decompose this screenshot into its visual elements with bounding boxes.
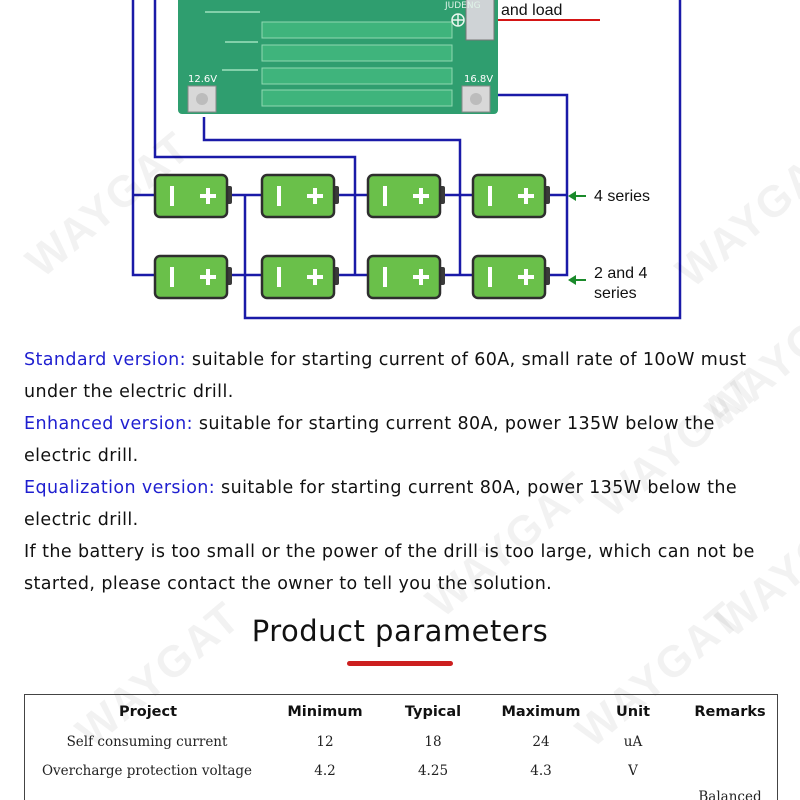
desc-text: suitable for starting current 80A, power… xyxy=(24,414,715,466)
cell-maximum: 24 xyxy=(532,734,550,750)
battery-cell-icon xyxy=(260,173,339,219)
battery-cell-icon xyxy=(260,254,339,300)
series-labels: 4 series 2 and 4 series xyxy=(568,188,650,302)
desc-enhanced: Enhanced version: suitable for starting … xyxy=(24,408,784,472)
cell-unit: V xyxy=(628,763,638,779)
cell-project: Self consuming current xyxy=(66,734,228,750)
description-block: Standard version: suitable for starting … xyxy=(24,344,784,600)
cell-maximum: 4.3 xyxy=(530,763,552,779)
header-remarks: Remarks xyxy=(694,704,766,720)
cell-typical: 4.25 xyxy=(417,763,449,779)
cell-project: Overcharge protection voltage xyxy=(41,763,253,779)
bms-board: 12.6V 16.8V JUDENG xyxy=(178,0,498,114)
callout-text: and load xyxy=(501,2,562,19)
header-project: Project xyxy=(118,704,178,720)
label-series: series xyxy=(594,285,637,302)
board-voltage-right: 16.8V xyxy=(464,74,493,85)
cell-minimum: 4.2 xyxy=(314,763,336,779)
board-marking: JUDENG xyxy=(444,1,481,11)
callout: and load xyxy=(498,0,600,21)
title-underline xyxy=(347,661,453,666)
cell-unit: uA xyxy=(623,734,643,750)
battery-cell-icon xyxy=(153,254,232,300)
battery-cell-icon xyxy=(366,254,445,300)
wire-lines xyxy=(131,0,682,320)
label-2-and-4: 2 and 4 xyxy=(594,265,647,282)
battery-cell-icon xyxy=(153,173,232,219)
cell-remarks: Balanced xyxy=(698,789,762,800)
battery-cell-icon xyxy=(471,173,550,219)
desc-key: Enhanced version: xyxy=(24,414,193,434)
cell-minimum: 12 xyxy=(316,734,334,750)
battery-cells xyxy=(153,173,550,300)
header-minimum: Minimum xyxy=(287,704,363,720)
label-4-series: 4 series xyxy=(594,188,650,205)
arrow-left-icon xyxy=(568,191,586,201)
desc-equalization: Equalization version: suitable for start… xyxy=(24,472,784,536)
desc-note: If the battery is too small or the power… xyxy=(24,536,784,600)
arrow-left-icon xyxy=(568,275,586,285)
header-unit: Unit xyxy=(616,704,650,720)
desc-text: suitable for starting current 80A, power… xyxy=(24,478,738,530)
board-voltage-left: 12.6V xyxy=(188,74,217,85)
wiring-diagram: 12.6V 16.8V JUDENG and load 4 series 2 a… xyxy=(131,0,682,320)
desc-text: suitable for starting current of 60A, sm… xyxy=(24,350,747,402)
battery-cell-icon xyxy=(366,173,445,219)
desc-key: Standard version: xyxy=(24,350,186,370)
cell-typical: 18 xyxy=(424,734,442,750)
section-title: Product parameters xyxy=(251,614,549,648)
desc-text: If the battery is too small or the power… xyxy=(24,542,755,594)
header-maximum: Maximum xyxy=(501,704,581,720)
header-typical: Typical xyxy=(404,704,462,720)
battery-cell-icon xyxy=(471,254,550,300)
desc-standard: Standard version: suitable for starting … xyxy=(24,344,784,408)
parameters-table: Project Minimum Typical Maximum Unit Rem… xyxy=(24,694,778,800)
desc-key: Equalization version: xyxy=(24,478,216,498)
